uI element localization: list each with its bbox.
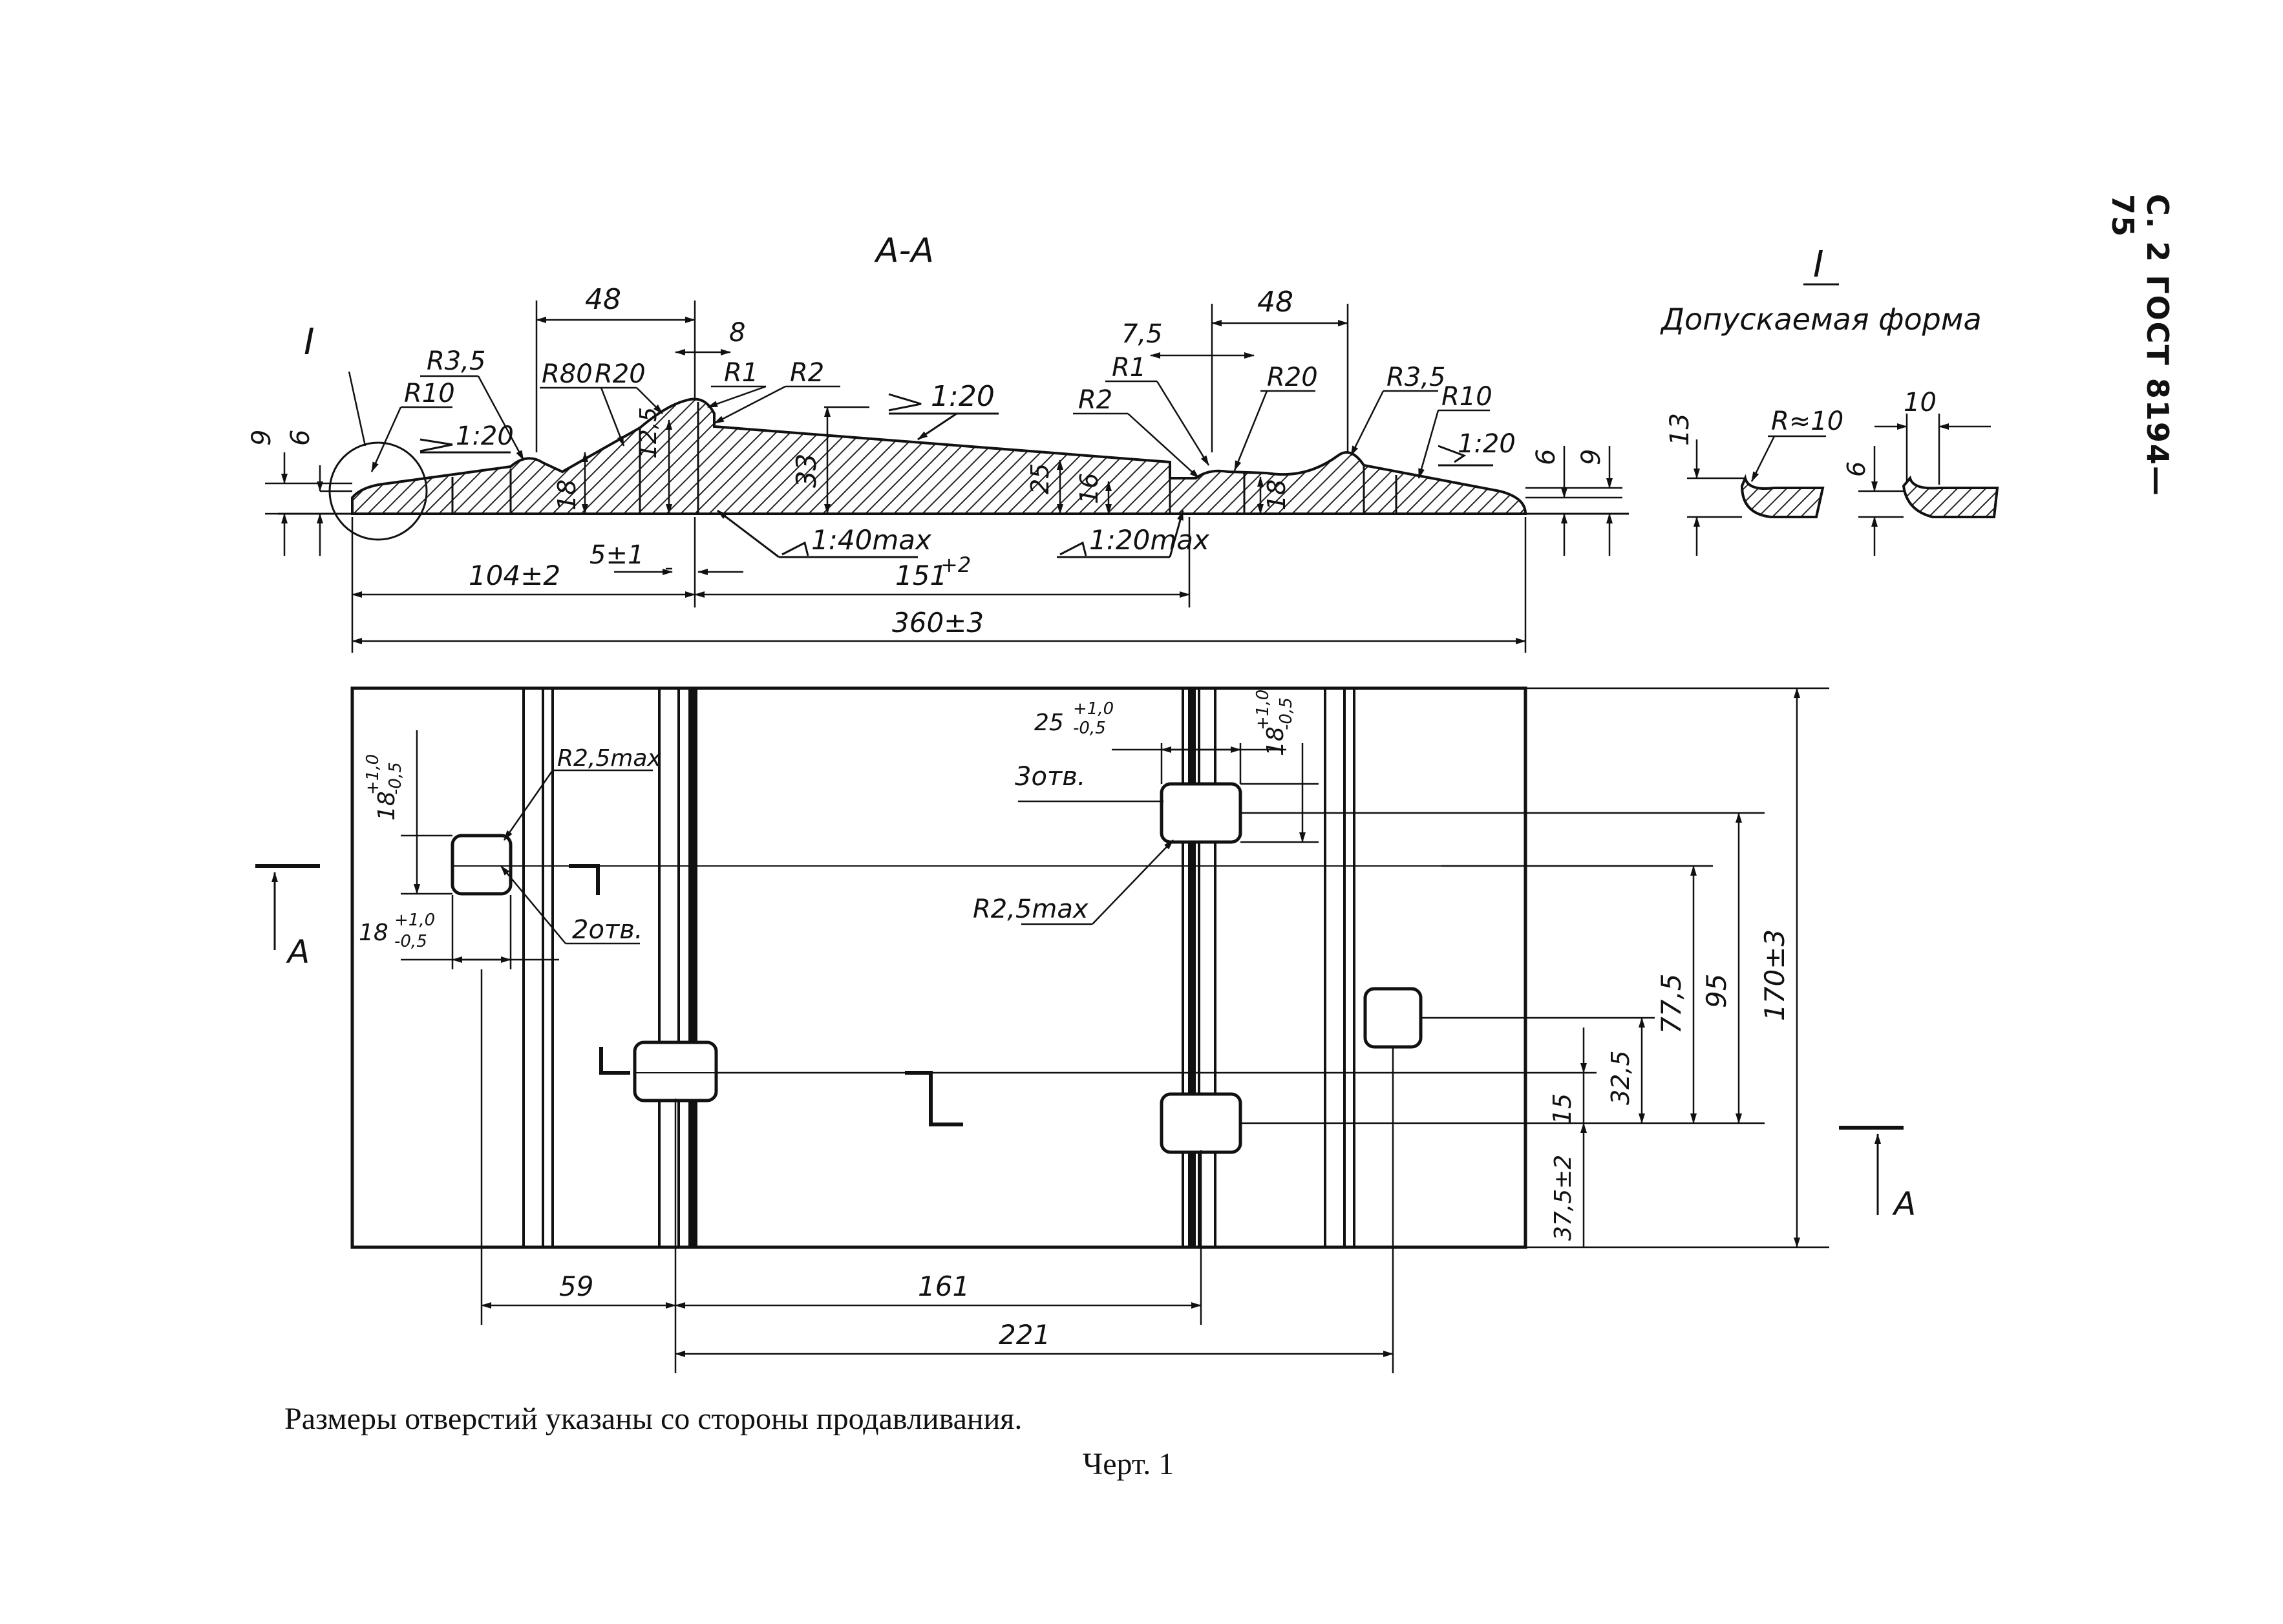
radius-r10-right: R10 [1441, 382, 1492, 412]
dim-h25: 25 [1026, 463, 1054, 494]
detail-title: Допускаемая форма [1660, 302, 1982, 337]
dim-77-5: 77,5 [1655, 973, 1687, 1034]
section-marker-right: А [1892, 1185, 1916, 1223]
hole [451, 834, 513, 896]
detail-radius: R≈10 [1771, 406, 1843, 436]
dim-h6-right: 6 [1531, 449, 1561, 465]
section-title: А-А [874, 231, 934, 270]
tol-minus: -0,5 [1073, 719, 1106, 738]
right-hole-dim: 25 [1034, 710, 1064, 736]
section-marker-left: А [286, 933, 310, 971]
dim-48-left: 48 [585, 283, 621, 316]
dim-360: 360±3 [892, 607, 984, 638]
slope-1-20-max: 1:20max [1089, 524, 1210, 556]
dim-h18-left: 18 [553, 480, 581, 511]
radius-r80: R80 [542, 359, 593, 389]
dim-59: 59 [559, 1271, 593, 1302]
left-hole-dim-2: 18 [359, 920, 388, 946]
detail-label: I [1813, 244, 1824, 286]
plan-view: А А 18 +1,0 -0,5 18 +1,0 -0, [255, 686, 1916, 1373]
dim-h9-right: 9 [1577, 449, 1606, 465]
radius-r10-left: R10 [404, 379, 455, 408]
dim-104: 104±2 [469, 560, 560, 591]
radius-r20-left: R20 [595, 359, 646, 389]
dim-h9-left: 9 [247, 430, 277, 446]
hole [633, 1040, 718, 1102]
dim-5: 5±1 [589, 540, 644, 570]
tol-minus: -0,5 [394, 932, 427, 951]
radius-r1-left: R1 [724, 358, 758, 388]
dim-h12-5: 12,5 [635, 407, 662, 459]
figure-number: Черт. 1 [1083, 1447, 1174, 1481]
detail-dim-6: 6 [1842, 461, 1871, 477]
dim-32-5: 32,5 [1606, 1050, 1635, 1105]
hole [1160, 1092, 1242, 1154]
tol-plus: +1,0 [1253, 690, 1273, 730]
dim-48-right: 48 [1257, 286, 1293, 319]
hole [1160, 782, 1242, 844]
dim-151-tol: +2 [940, 553, 971, 577]
radius-r3-5-right: R3,5 [1386, 363, 1445, 392]
slope-1-20-left: 1:20 [456, 421, 514, 451]
dim-95: 95 [1701, 974, 1732, 1008]
radius-r2-right: R2 [1078, 385, 1112, 415]
slope-1-20-right: 1:20 [1458, 429, 1516, 459]
hole [1363, 987, 1423, 1049]
slope-1-40-max: 1:40max [811, 524, 932, 556]
dim-h6-left: 6 [286, 430, 315, 446]
dim-221: 221 [999, 1319, 1050, 1351]
dim-h18-right: 18 [1262, 480, 1291, 511]
detail-view: I Допускаемая форма [1660, 244, 1999, 556]
tol-plus: +1,0 [1073, 699, 1114, 719]
detail-label-left: I [304, 321, 315, 363]
radius-r3-5-left: R3,5 [427, 346, 485, 376]
tol-minus: -0,5 [1277, 697, 1296, 730]
dim-37-5: 37,5±2 [1550, 1155, 1577, 1241]
dim-15: 15 [1548, 1093, 1577, 1124]
footnote: Размеры отверстий указаны со стороны про… [284, 1402, 1023, 1436]
dim-h16: 16 [1075, 473, 1103, 504]
detail-dim-10: 10 [1904, 388, 1937, 417]
slope-1-20-top: 1:20 [931, 380, 995, 413]
dim-161: 161 [918, 1271, 970, 1302]
radius-r2-5-top: R2,5max [557, 745, 661, 772]
radius-r20-right: R20 [1267, 363, 1318, 392]
dim-7-5: 7,5 [1121, 319, 1163, 349]
radius-r2-5-mid: R2,5max [973, 894, 1088, 924]
radius-r1-right: R1 [1112, 353, 1146, 383]
left-hole-dim: 18 [374, 791, 400, 821]
tol-plus: +1,0 [394, 911, 435, 930]
page-header: С. 2 ГОСТ 8194—75 [2105, 194, 2175, 497]
dim-8: 8 [729, 318, 745, 348]
plate-outline [350, 686, 1527, 1249]
tol-minus: -0,5 [386, 762, 405, 795]
section-view: А-А I [247, 231, 1629, 653]
right-hole-dim-2: 18 [1262, 726, 1289, 756]
holes-count-3: 3отв. [1015, 762, 1086, 792]
section-profile [351, 397, 1527, 515]
dim-151: 151 [895, 560, 947, 591]
dim-170: 170±3 [1759, 929, 1790, 1021]
holes-count-2: 2отв. [572, 915, 643, 945]
tol-plus: +1,0 [363, 754, 383, 795]
detail-dim-13: 13 [1665, 413, 1695, 446]
radius-r2-left: R2 [790, 358, 824, 388]
dim-h33: 33 [791, 454, 822, 488]
